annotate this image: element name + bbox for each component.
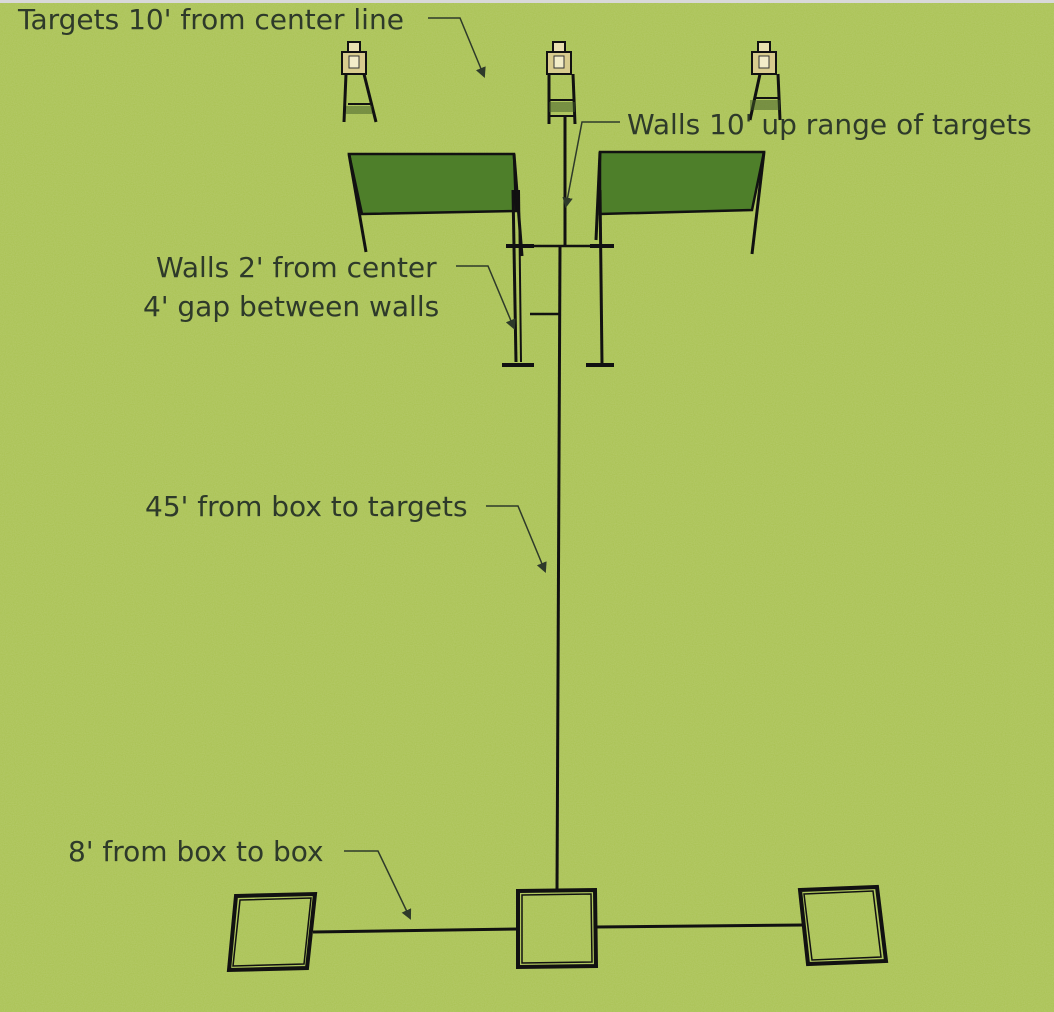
label-box-to-box: 8' from box to box bbox=[68, 835, 324, 868]
leader-box-box bbox=[344, 850, 412, 920]
leader-targets bbox=[428, 17, 486, 78]
target-left bbox=[341, 41, 378, 123]
shooting-box-center bbox=[516, 887, 599, 970]
shooting-box-left bbox=[226, 891, 318, 973]
wall-right-panel bbox=[598, 150, 766, 216]
center-line bbox=[530, 115, 596, 893]
leader-walls-center bbox=[456, 265, 516, 330]
label-walls-center: Walls 2' from center bbox=[156, 251, 437, 284]
wall-right bbox=[586, 150, 766, 367]
label-walls-gap: 4' gap between walls bbox=[143, 290, 439, 323]
leader-walls-uprange bbox=[562, 121, 620, 209]
box-connectors bbox=[312, 923, 804, 934]
leader-lines bbox=[344, 17, 620, 920]
wall-left bbox=[347, 152, 534, 367]
label-targets-offset: Targets 10' from center line bbox=[17, 3, 404, 36]
target-left-icon bbox=[341, 41, 378, 123]
leader-box-targets bbox=[486, 505, 547, 573]
shooting-box-right bbox=[797, 884, 889, 967]
wall-left-panel bbox=[347, 152, 518, 216]
target-right-icon bbox=[748, 41, 782, 121]
label-box-to-targets: 45' from box to targets bbox=[145, 490, 468, 523]
target-right bbox=[748, 41, 782, 121]
top-border bbox=[0, 0, 1054, 3]
label-walls-uprange: Walls 10' up range of targets bbox=[627, 108, 1032, 141]
